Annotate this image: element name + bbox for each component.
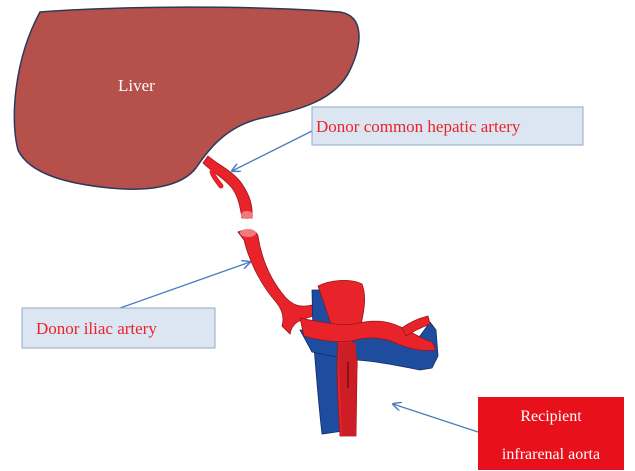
recipient-callout-line1: Recipient <box>520 408 582 425</box>
recipient-callout-arrow <box>393 404 478 432</box>
liver-label: Liver <box>118 76 155 95</box>
hepatic-callout-label: Donor common hepatic artery <box>316 117 521 136</box>
recipient-callout-line2: infrarenal aorta <box>502 446 600 463</box>
hepatic-artery-segment <box>203 156 253 219</box>
hepatic-callout-arrow <box>232 131 312 171</box>
liver-shape <box>14 7 359 189</box>
iliac-callout-label: Donor iliac artery <box>36 319 157 338</box>
iliac-callout-arrow <box>120 262 250 308</box>
